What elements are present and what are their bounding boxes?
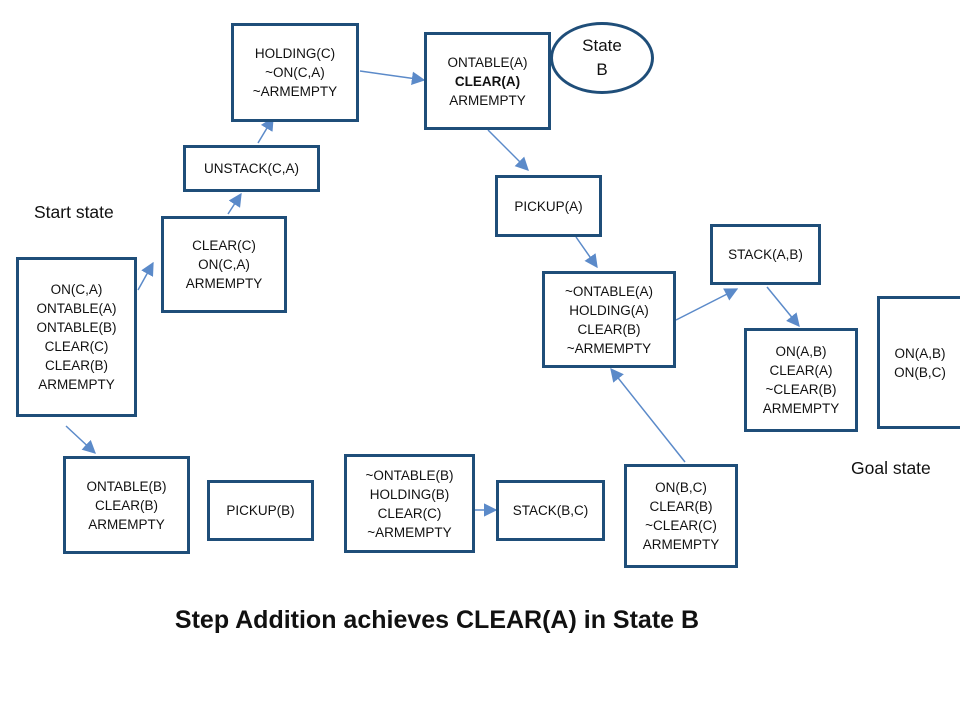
ontable-b-line-1: ONTABLE(B) xyxy=(86,478,167,494)
pickup-b-action-box: PICKUP(B) xyxy=(207,480,314,541)
on-b-c-state-box: ON(B,C) CLEAR(B) ~CLEAR(C) ARMEMPTY xyxy=(624,464,738,568)
on-ab-line-2: CLEAR(A) xyxy=(769,363,833,378)
on-bc-line-3: ~CLEAR(C) xyxy=(645,518,717,533)
holding-a-line-3: CLEAR(B) xyxy=(577,321,641,337)
pickup-a-label: PICKUP(A) xyxy=(514,198,583,214)
arrow-pickup-a-to-holding-a xyxy=(575,236,598,269)
start-line-3: ONTABLE(B) xyxy=(36,320,117,335)
holding-a-state-box: ~ONTABLE(A) HOLDING(A) CLEAR(B) ~ARMEMPT… xyxy=(542,271,676,368)
pickup-a-action-box: PICKUP(A) xyxy=(495,175,602,237)
holding-b-line-2: HOLDING(B) xyxy=(369,486,450,502)
holding-a-line-4: ~ARMEMPTY xyxy=(566,340,652,356)
start-line-2: ONTABLE(A) xyxy=(36,301,117,316)
arrow-unstack-to-holding-c xyxy=(257,116,274,144)
goal-line-1: ON(A,B) xyxy=(894,345,946,361)
goal-state-box: ON(A,B) ON(B,C) xyxy=(877,296,960,429)
clear-c-line-3: ARMEMPTY xyxy=(185,276,263,291)
caption: Step Addition achieves CLEAR(A) in State… xyxy=(174,606,700,634)
holding-a-line-1: ~ONTABLE(A) xyxy=(565,283,653,299)
clear-c-line-1: CLEAR(C) xyxy=(192,238,256,253)
state-b-line-1: ONTABLE(A) xyxy=(447,54,528,70)
state-b-line-2: CLEAR(A) xyxy=(454,73,521,89)
holding-a-line-2: HOLDING(A) xyxy=(569,302,649,318)
start-line-1: ON(C,A) xyxy=(50,282,103,297)
arrow-start-to-ontable-b xyxy=(65,425,96,454)
holding-c-state-box: HOLDING(C) ~ON(C,A) ~ARMEMPTY xyxy=(231,23,359,122)
ontable-b-line-2: CLEAR(B) xyxy=(94,497,158,513)
stack-b-c-action-box: STACK(B,C) xyxy=(496,480,605,541)
goal-line-2: ON(B,C) xyxy=(894,364,946,380)
stack-a-b-action-box: STACK(A,B) xyxy=(710,224,821,285)
holding-c-line-2: ~ON(C,A) xyxy=(265,65,325,80)
arrow-on-bc-to-holding-a xyxy=(610,367,686,463)
arrow-state-b-to-pickup-a xyxy=(487,129,529,171)
on-ab-line-4: ARMEMPTY xyxy=(762,401,840,416)
on-ab-line-3: ~CLEAR(B) xyxy=(765,382,837,397)
on-ab-line-1: ON(A,B) xyxy=(775,344,827,359)
arrow-holding-c-to-state-b xyxy=(359,70,426,85)
start-state-label: Start state xyxy=(34,202,114,222)
holding-c-line-1: HOLDING(C) xyxy=(254,46,336,61)
holding-c-line-3: ~ARMEMPTY xyxy=(252,84,338,99)
holding-b-line-3: CLEAR(C) xyxy=(377,505,442,521)
stack-ab-label: STACK(A,B) xyxy=(728,247,803,262)
state-b-label-1: State xyxy=(582,36,622,55)
clear-c-line-2: ON(C,A) xyxy=(198,257,250,272)
clear-c-state-box: CLEAR(C) ON(C,A) ARMEMPTY xyxy=(161,216,287,313)
arrow-stack-ab-to-on-ab xyxy=(766,286,800,328)
holding-b-state-box: ~ONTABLE(B) HOLDING(B) CLEAR(C) ~ARMEMPT… xyxy=(344,454,475,553)
start-line-5: CLEAR(B) xyxy=(44,358,108,373)
on-bc-line-2: CLEAR(B) xyxy=(649,499,713,514)
stack-bc-label: STACK(B,C) xyxy=(512,503,589,518)
ontable-b-line-3: ARMEMPTY xyxy=(88,516,165,532)
state-b-box: ONTABLE(A) CLEAR(A) ARMEMPTY xyxy=(424,32,551,130)
start-line-6: ARMEMPTY xyxy=(38,377,115,392)
holding-b-line-4: ~ARMEMPTY xyxy=(367,524,452,540)
on-bc-line-1: ON(B,C) xyxy=(655,480,707,495)
unstack-label: UNSTACK(C,A) xyxy=(203,161,299,176)
state-b-label-2: B xyxy=(596,60,608,79)
state-b-line-3: ARMEMPTY xyxy=(449,92,526,108)
unstack-c-a-action-box: UNSTACK(C,A) xyxy=(183,145,320,192)
on-a-b-state-box: ON(A,B) CLEAR(A) ~CLEAR(B) ARMEMPTY xyxy=(744,328,858,432)
state-b-ellipse: State B xyxy=(550,22,654,94)
on-bc-line-4: ARMEMPTY xyxy=(642,537,720,552)
goal-state-label: Goal state xyxy=(851,458,931,478)
arrow-holding-a-to-stack-ab xyxy=(675,288,739,321)
start-line-4: CLEAR(C) xyxy=(44,339,109,354)
start-state-box: ON(C,A) ONTABLE(A) ONTABLE(B) CLEAR(C) C… xyxy=(16,257,137,417)
arrow-clear-c-to-unstack xyxy=(227,192,242,215)
arrow-start-to-clear-c xyxy=(137,261,154,291)
holding-b-line-1: ~ONTABLE(B) xyxy=(365,467,454,483)
pickup-b-label: PICKUP(B) xyxy=(226,503,295,518)
ontable-b-state-box: ONTABLE(B) CLEAR(B) ARMEMPTY xyxy=(63,456,190,554)
